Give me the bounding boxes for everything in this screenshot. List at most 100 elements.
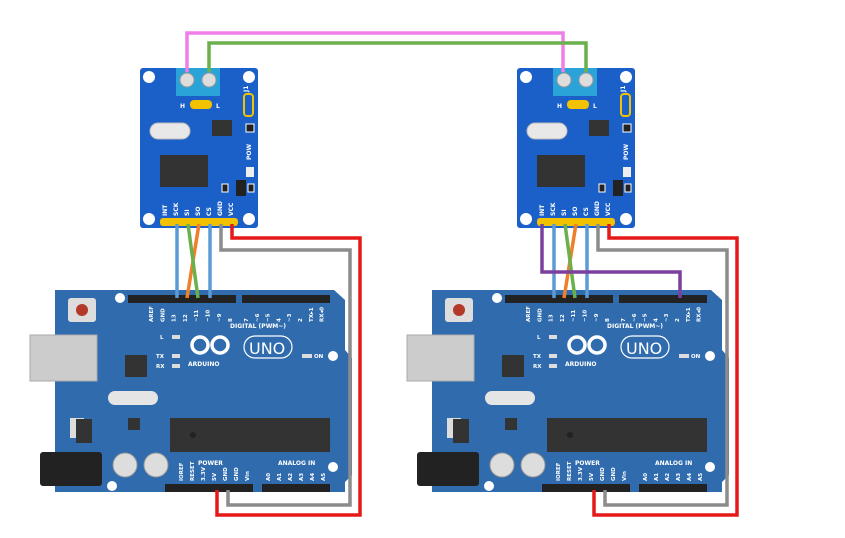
led-tx	[549, 354, 557, 358]
pin-label: CS	[583, 207, 590, 216]
screw-h[interactable]	[556, 72, 572, 88]
digital-label: DIGITAL (PWM~)	[230, 323, 286, 330]
mount-hole	[492, 293, 502, 303]
wire-int-right[interactable]	[540, 224, 682, 298]
jumper-j1	[243, 93, 254, 117]
pin-label: 7	[244, 318, 250, 322]
digital-header-1	[128, 295, 236, 303]
smd-part	[245, 123, 255, 133]
pin-label: GND	[594, 201, 601, 216]
wire-gnd-left[interactable]	[219, 224, 352, 507]
led-l-label: L	[537, 335, 541, 341]
jumper-hl	[567, 100, 589, 109]
power-header	[165, 484, 253, 492]
pin-label: ~5	[266, 313, 272, 322]
pin-header	[160, 218, 238, 226]
pin-label: 5V	[212, 472, 218, 481]
model-label: UNO	[626, 339, 662, 358]
led-rx	[549, 364, 557, 368]
smd-chip	[505, 418, 517, 430]
pin-label: GND	[217, 201, 224, 216]
pin-label: AREF	[149, 306, 155, 322]
pin-label: ~5	[643, 313, 649, 322]
pin-label: A1	[277, 473, 283, 481]
regulator	[76, 419, 92, 443]
mount-hole	[143, 213, 155, 225]
usb-port[interactable]	[406, 334, 475, 382]
label-h: H	[180, 103, 185, 110]
label-l: L	[593, 103, 597, 110]
usb-port[interactable]	[29, 334, 98, 382]
wire-si-right[interactable]	[563, 223, 577, 299]
pin-label: GND	[537, 308, 543, 322]
label-pow: POW	[246, 144, 253, 160]
label-j1: J1	[243, 86, 250, 93]
mount-hole	[243, 213, 255, 225]
pin-label: TX▸1	[309, 307, 315, 322]
led-tx-label: TX	[533, 354, 542, 360]
pin-label: VCC	[605, 202, 612, 216]
uno-badge	[243, 335, 293, 359]
power-jack[interactable]	[40, 452, 102, 486]
screw-l[interactable]	[201, 72, 217, 88]
power-label: POWER	[575, 460, 600, 467]
mount-hole	[243, 71, 255, 83]
arduino-logo: ARDUINO	[565, 335, 607, 368]
pin-label: A2	[288, 473, 294, 481]
led-rx-label: RX	[533, 364, 542, 370]
regulator	[613, 180, 623, 196]
pin-label: ~6	[255, 313, 261, 322]
wire-si-left[interactable]	[186, 223, 200, 299]
pin-label: SO	[195, 207, 202, 216]
pin-label: GND	[234, 467, 240, 481]
smd-part	[247, 183, 255, 193]
smd-part	[221, 183, 229, 193]
pin-label: 8	[228, 318, 234, 322]
pin-label: ~9	[217, 313, 223, 322]
label-h: H	[557, 103, 562, 110]
wire-can-h[interactable]	[185, 31, 565, 72]
led-on	[679, 354, 689, 358]
wire-can-l[interactable]	[207, 41, 588, 72]
crystal	[485, 391, 535, 405]
pin-label: Vin	[245, 471, 251, 481]
wire-vcc-right[interactable]	[592, 224, 739, 517]
wire-vcc-left[interactable]	[215, 224, 362, 517]
pin-label: ~10	[206, 310, 212, 322]
mount-hole	[520, 71, 532, 83]
pin-label: 13	[172, 314, 178, 322]
pin-label: A3	[299, 473, 305, 481]
capacitor	[489, 452, 515, 478]
pin-label: A5	[321, 473, 327, 481]
reset-button[interactable]	[76, 304, 88, 316]
pin-label: GND	[160, 308, 166, 322]
pin-header	[537, 218, 615, 226]
crystal	[149, 122, 191, 140]
power-jack[interactable]	[417, 452, 479, 486]
mount-hole	[620, 213, 632, 225]
pin-label: RX◂0	[320, 307, 326, 322]
pin-label: RESET	[190, 461, 196, 481]
digital-header-2	[619, 295, 707, 303]
wire-gnd-right[interactable]	[596, 224, 729, 507]
screw-h[interactable]	[179, 72, 195, 88]
label-pow: POW	[623, 144, 630, 160]
pin-label: IOREF	[556, 462, 562, 481]
pin-label: 5V	[589, 472, 595, 481]
uno-badge	[620, 335, 670, 359]
label-l: L	[216, 103, 220, 110]
chip-notch	[567, 432, 573, 438]
arduino-logo: ARDUINO	[188, 335, 230, 368]
pin-label: ~11	[194, 310, 200, 322]
chip-notch	[190, 432, 196, 438]
reset-button[interactable]	[453, 304, 465, 316]
pin-label: SI	[184, 209, 191, 216]
screw-l[interactable]	[578, 72, 594, 88]
analog-header	[639, 484, 707, 492]
label-j1: J1	[620, 86, 627, 93]
